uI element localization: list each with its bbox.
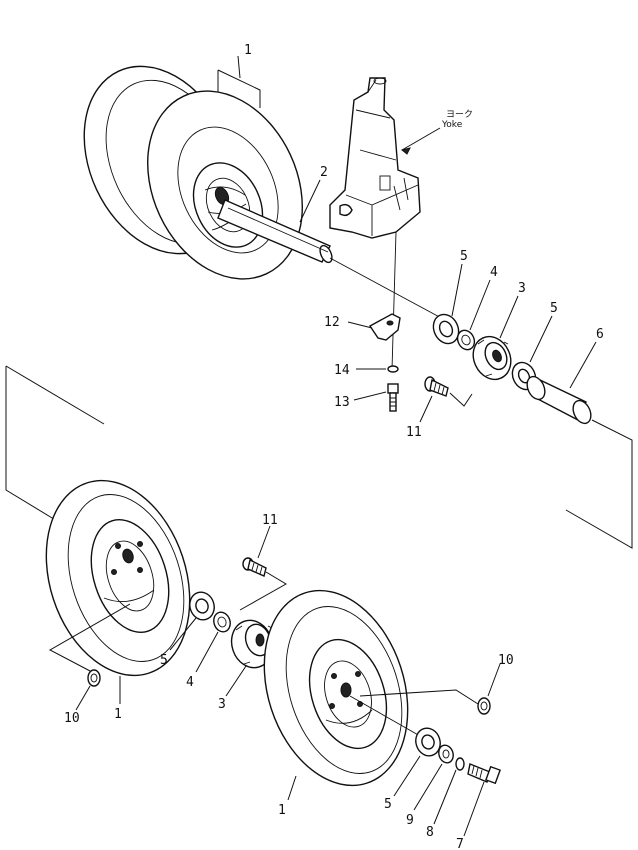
part-number-labels: 1 2 5 4 3 5 6 12 14 13 11 11 5 4 3 10 1 … xyxy=(64,43,604,850)
hub-top-3 xyxy=(472,335,512,381)
label-part-10-right: 10 xyxy=(498,653,514,668)
bottom-left-wheel xyxy=(45,479,191,677)
label-part-14: 14 xyxy=(334,363,350,378)
label-part-2: 2 xyxy=(320,165,328,180)
label-part-10-left: 10 xyxy=(64,711,80,726)
bolt-11-leader-top xyxy=(449,392,473,407)
washer-9 xyxy=(438,744,454,764)
yoke-label-en: Yoke xyxy=(441,120,463,130)
bolt-7 xyxy=(467,763,501,785)
label-part-5-bottom: 5 xyxy=(160,653,168,668)
axis-line-top xyxy=(329,257,446,321)
label-part-3-top: 3 xyxy=(518,281,526,296)
lock-washer-8 xyxy=(455,757,465,771)
bearing-bottom-5a xyxy=(189,591,215,621)
bolt-13 xyxy=(387,383,399,412)
washer-14 xyxy=(387,365,399,373)
label-part-1-top: 1 xyxy=(244,43,252,58)
label-part-12: 12 xyxy=(324,315,340,330)
bearing-bottom-5b xyxy=(415,727,441,757)
leader-lines xyxy=(75,55,597,837)
yoke xyxy=(329,77,421,239)
bearing-top-5a xyxy=(432,313,460,345)
label-part-4-top: 4 xyxy=(490,265,498,280)
label-part-5-bottom-b: 5 xyxy=(384,797,392,812)
yoke-callout: ヨーク Yoke xyxy=(400,109,473,155)
assembly-bracket-left-top xyxy=(5,365,105,425)
label-part-3-bottom: 3 xyxy=(218,697,226,712)
axle xyxy=(217,199,333,264)
label-part-11-top: 11 xyxy=(406,425,422,440)
label-part-6: 6 xyxy=(596,327,604,342)
spacer-bottom-4 xyxy=(213,611,231,633)
label-part-4-bottom: 4 xyxy=(186,675,194,690)
assembly-bracket-left xyxy=(5,366,63,525)
label-part-1-left: 1 xyxy=(114,707,122,722)
label-part-1-right: 1 xyxy=(278,803,286,818)
bolt-top-11 xyxy=(424,376,449,397)
wheel-right-leader xyxy=(359,689,479,705)
spacer-top-4 xyxy=(456,329,476,351)
label-part-7: 7 xyxy=(456,837,464,850)
nut-right-10 xyxy=(477,697,491,715)
label-part-8: 8 xyxy=(426,825,434,840)
label-part-5-top-b: 5 xyxy=(550,301,558,316)
assembly-bracket-right xyxy=(565,419,633,549)
axis-line-bottom xyxy=(349,695,421,737)
yoke-label-jp: ヨーク xyxy=(446,109,473,120)
label-part-5-top: 5 xyxy=(460,249,468,264)
bracket-12 xyxy=(368,313,401,341)
top-double-wheel xyxy=(83,65,303,280)
sleeve-6 xyxy=(526,375,592,425)
label-part-9: 9 xyxy=(406,813,414,828)
wheel-left-leader xyxy=(48,603,131,673)
bolt-bottom-11 xyxy=(242,557,267,577)
label-part-11-bottom: 11 xyxy=(262,513,278,528)
hub-bottom-3 xyxy=(230,619,274,669)
bolt-11-leader-bottom xyxy=(239,571,287,611)
nut-left-10 xyxy=(87,669,101,687)
yoke-centre-line xyxy=(391,231,397,371)
label-part-13: 13 xyxy=(334,395,350,410)
bottom-right-wheel xyxy=(263,589,409,787)
